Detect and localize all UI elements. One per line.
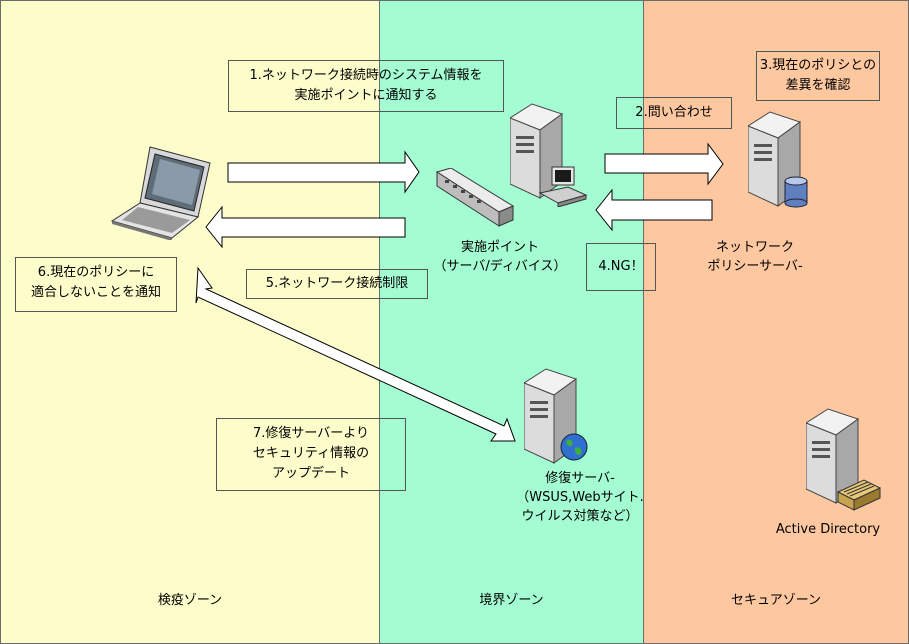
secure-zone: セキュアゾーン — [643, 0, 909, 644]
step-5-box: 5.ネットワーク接続制限 — [246, 269, 428, 299]
network-switch-icon — [435, 168, 515, 227]
server-icon — [510, 103, 564, 199]
laptop-icon — [110, 146, 211, 240]
boundary-zone: 境界ゾーン — [379, 0, 644, 644]
arrow-policy-server-to-enforcement — [595, 188, 713, 232]
arrow-enforcement-to-laptop — [205, 205, 406, 249]
step-3-box: 3.現在のポリシとの 差異を確認 — [756, 51, 880, 101]
arrow-laptop-remediation-bidirectional — [195, 266, 516, 442]
step-7-box: 7.修復サーバーより セキュリティ情報の アップデート — [216, 418, 406, 491]
policy-server-label: ネットワーク ポリシーサーバ- — [707, 240, 803, 274]
secure-zone-label: セキュアゾーン — [730, 593, 822, 608]
boundary-zone-label: 境界ゾーン — [479, 593, 544, 608]
quarantine-zone: 検疫ゾーン — [0, 0, 380, 644]
arrow-laptop-to-enforcement — [227, 150, 420, 194]
quarantine-zone-label: 検疫ゾーン — [157, 593, 223, 608]
step-2-box: 2.問い合わせ — [616, 97, 732, 129]
policy-server-icon — [748, 111, 802, 207]
globe-icon — [560, 433, 588, 461]
active-directory-server-icon — [806, 408, 860, 504]
step-1-box: 1.ネットワーク接続時のシステム情報を 実施ポイントに通知する — [228, 60, 504, 112]
enforcement-point-label: 実施ポイント （サーバ/ディバイス） — [433, 240, 567, 274]
active-directory-label: Active Directory — [775, 522, 881, 537]
arrow-enforcement-to-policy-server — [604, 142, 724, 186]
database-icon — [784, 176, 808, 208]
ldap-directory-icon — [836, 479, 882, 511]
step-4-box: 4.NG！ — [586, 243, 656, 291]
step-6-box: 6.現在のポリシーに 適合しないことを通知 — [15, 257, 177, 312]
workstation-icon — [538, 166, 588, 207]
remediation-server-label: 修復サーバ- （WSUS,Webサイト. ウイルス対策など） — [516, 471, 644, 524]
